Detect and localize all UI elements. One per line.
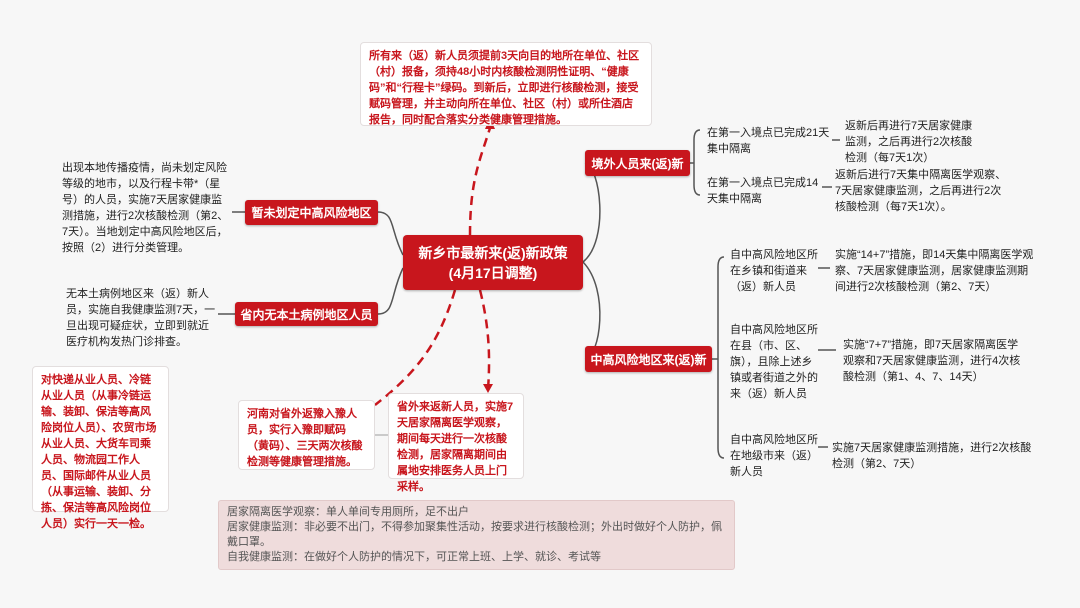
out-province-note-card: 省外来返新人员，实施7天居家隔离医学观察，期间每天进行一次核酸检测，居家隔离期间…: [388, 393, 524, 493]
mid-high-condition-3: 自中高风险地区所在地级市来（返）新人员: [730, 434, 818, 478]
mid-high-measure-2: 实施“7+7”措施，即7天居家隔离医学观察和7天居家健康监测，进行4次核酸检测（…: [843, 339, 1021, 383]
workers-note-card: 对快递从业人员、冷链从业人员（从事冷链运输、装卸、保洁等高风险岗位人员）、农贸市…: [32, 366, 169, 530]
overseas-condition-1: 在第一入境点已完成21天集中隔离: [707, 127, 830, 155]
overseas-node[interactable]: 境外人员来(返)新: [585, 150, 690, 176]
no-local-case-desc: 无本土病例地区来（返）新人员，实施自我健康监测7天，一旦出现可疑症状，立即到就近…: [66, 288, 216, 348]
undetermined-risk-node[interactable]: 暂未划定中高风险地区: [245, 200, 378, 225]
legend-item: 居家健康监测：非必要不出门，不得参加聚集性活动，按要求进行核酸检测；外出时做好个…: [227, 521, 722, 548]
overseas-measure-1: 返新后再进行7天居家健康监测，之后再进行2次核酸检测（每7天1次）: [845, 120, 973, 164]
legend-item: 自我健康监测：在做好个人防护的情况下，可正常上班、上学、就诊、考试等: [227, 551, 601, 563]
undetermined-desc: 出现本地传播疫情，尚未划定风险等级的地市，以及行程卡带*（星号）的人员，实施7天…: [62, 162, 229, 254]
connector: [582, 162, 601, 263]
overseas-measure-2: 返新后进行7天集中隔离医学观察、7天居家健康监测，之后再进行2次核酸检测（每7天…: [835, 169, 1007, 213]
connector: [582, 261, 601, 360]
center-subtitle: (4月17日调整): [448, 264, 538, 281]
legend-box: 居家隔离医学观察：单人单间专用厕所，足不出户 居家健康监测：非必要不出门，不得参…: [218, 500, 735, 570]
henan-note-card: 河南对省外返豫入豫人员，实行入豫即赋码（黄码）、三天两次核酸检测等健康管理措施。: [238, 400, 375, 470]
legend-item: 居家隔离医学观察：单人单间专用厕所，足不出户: [227, 506, 469, 518]
mid-high-risk-node[interactable]: 中高风险地区来(返)新: [585, 346, 712, 372]
mid-high-condition-1: 自中高风险地区所在乡镇和街道来（返）新人员: [730, 249, 818, 293]
mid-high-measure-3: 实施7天居家健康监测措施，进行2次核酸检测（第2、7天）: [832, 442, 1032, 470]
top-note-card: 所有来（返）新人员须提前3天向目的地所在单位、社区（村）报备，须持48小时内核酸…: [360, 42, 652, 126]
center-title: 新乡市最新来(返)新政策: [418, 244, 568, 261]
overseas-condition-2: 在第一入境点已完成14天集中隔离: [707, 177, 819, 205]
no-local-case-node[interactable]: 省内无本土病例地区人员: [235, 302, 378, 326]
connector: [377, 211, 404, 256]
center-node[interactable]: 新乡市最新来(返)新政策 (4月17日调整): [403, 235, 583, 290]
mid-high-condition-2: 自中高风险地区所在县（市、区、旗），且除上述乡镇或者街道之外的来（返）新人员: [730, 324, 818, 400]
connector: [377, 267, 404, 315]
mid-high-measure-1: 实施“14+7”措施，即14天集中隔离医学观察、7天居家健康监测，居家健康监测期…: [835, 249, 1034, 293]
